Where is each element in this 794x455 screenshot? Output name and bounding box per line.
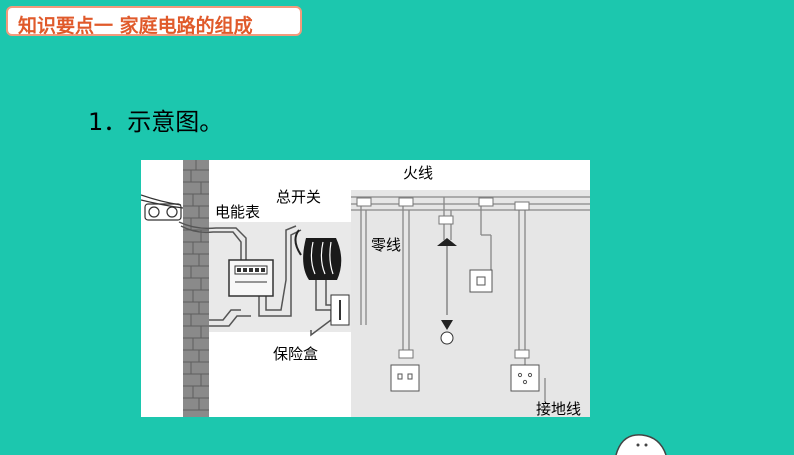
slide-title: 知识要点一 家庭电路的组成 — [18, 15, 253, 37]
wires — [178, 221, 341, 337]
label-meter: 电能表 — [215, 203, 261, 221]
insulators — [141, 194, 184, 221]
label-ground-wire: 接地线 — [536, 400, 582, 417]
junction-boxes — [356, 197, 530, 359]
main-switch-device — [294, 229, 342, 280]
label-live-wire: 火线 — [403, 164, 434, 182]
label-neutral-wire: 零线 — [371, 236, 402, 254]
lamps — [437, 238, 457, 345]
fuse-box-device — [330, 294, 350, 326]
meter-device — [228, 259, 274, 297]
label-main-switch: 总开关 — [276, 188, 322, 206]
house-wall — [351, 190, 590, 417]
section-heading: 1．示意图。 — [88, 108, 224, 136]
sockets — [390, 364, 540, 392]
house-lines — [351, 196, 590, 402]
circuit-diagram-drawing — [141, 160, 590, 417]
title-box: 知识要点一 家庭电路的组成 — [6, 6, 302, 37]
label-fuse-box: 保险盒 — [273, 345, 319, 363]
decorative-corner — [615, 434, 667, 455]
brick-wall — [183, 160, 209, 417]
circuit-diagram: 电能表 总开关 火线 零线 保险盒 接地线 — [141, 160, 590, 417]
